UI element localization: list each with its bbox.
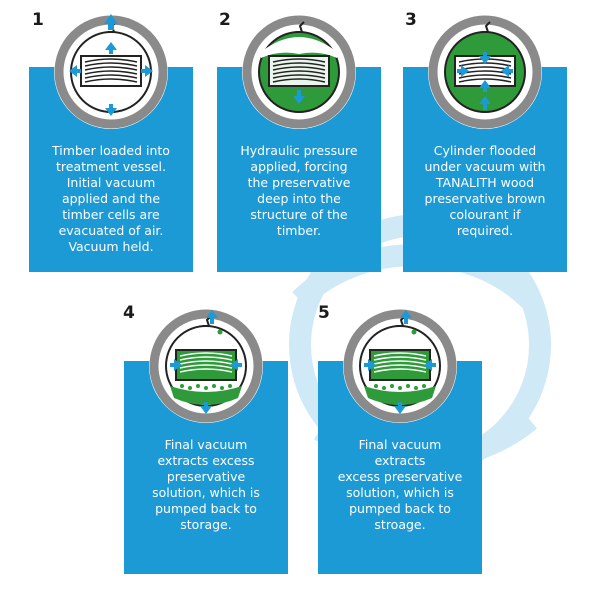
step-number-2: 2 xyxy=(219,10,231,30)
vessel-diagram-1 xyxy=(54,14,168,129)
step-text-3: Cylinder flooded under vacuum with TANAL… xyxy=(424,143,546,238)
step-number-3: 3 xyxy=(405,10,417,30)
step-number-4: 4 xyxy=(123,303,135,323)
arrow-icon xyxy=(457,52,513,110)
step-number-5: 5 xyxy=(318,303,330,323)
arrow-icon xyxy=(364,310,436,414)
vessel-diagram-4 xyxy=(149,309,263,423)
arrow-icon xyxy=(293,90,305,104)
arrow-icon xyxy=(69,14,153,116)
step-text-4: Final vacuum extracts excess preservativ… xyxy=(152,437,260,532)
vessel-diagram-3 xyxy=(428,15,542,129)
step-text-1: Timber loaded into treatment vessel. Ini… xyxy=(52,143,170,254)
step-number-1: 1 xyxy=(32,10,44,30)
vessel-diagram-2 xyxy=(242,15,356,129)
arrow-icon xyxy=(170,310,242,414)
step-text-2: Hydraulic pressure applied, forcing the … xyxy=(240,143,358,238)
step-box-4: Final vacuum extracts excess preservativ… xyxy=(124,361,288,574)
step-text-5: Final vacuum extracts excess preservativ… xyxy=(337,437,463,532)
vessel-diagram-5 xyxy=(343,309,457,423)
